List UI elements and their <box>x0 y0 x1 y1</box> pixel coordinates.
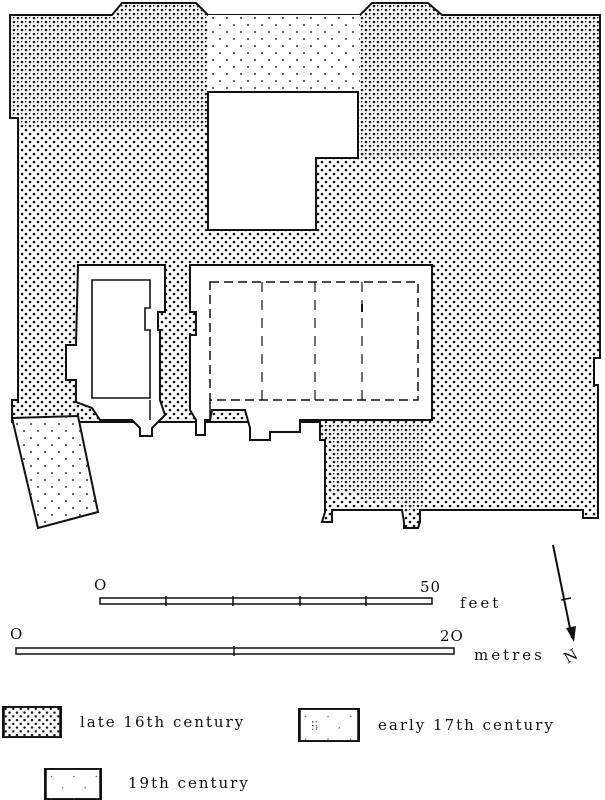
legend-swatch-late <box>2 706 62 738</box>
legend-swatch-early <box>298 708 360 742</box>
legend-swatch-19th <box>44 768 102 800</box>
wing-19th <box>10 414 100 530</box>
metres-unit-label: metres <box>474 646 545 664</box>
feet-scale-start: O <box>94 576 108 594</box>
feet-scale-bar <box>99 596 433 606</box>
feet-scale-end: 50 <box>420 578 442 596</box>
metres-scale-start: O <box>10 625 24 643</box>
feet-unit-label: feet <box>460 594 502 612</box>
legend-label-19th: 19th century <box>128 774 250 792</box>
north-arrow-icon <box>552 544 576 642</box>
metres-scale-end: 2O <box>440 627 464 645</box>
courtyard <box>207 91 359 231</box>
legend-label-late: late 16th century <box>80 713 246 731</box>
region-early-17th <box>10 3 600 510</box>
central-block <box>65 264 433 441</box>
legend-label-early: early 17th century <box>378 716 555 734</box>
metres-scale-bar <box>15 646 455 656</box>
